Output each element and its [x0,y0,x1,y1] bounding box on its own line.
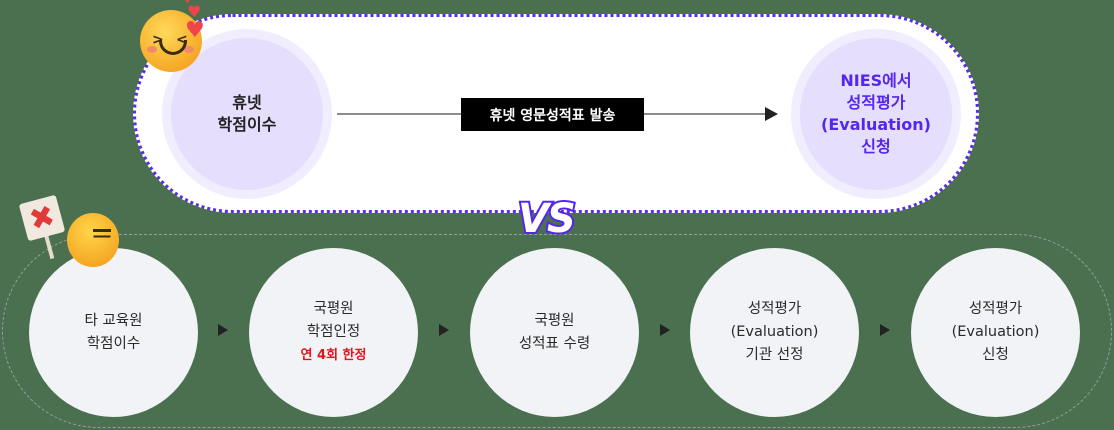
heart-icon: ♥ [185,18,205,43]
step-1-line2: 학점이수 [86,335,141,352]
nies-line3: (Evaluation) [821,115,931,134]
nies-line1: NIES에서 [840,71,912,90]
heart-icon: ♥ [187,2,202,21]
step-evaluation-agency-selection: 성적평가 (Evaluation) 기관 선정 [690,248,859,417]
step-4-line3: 기관 선정 [745,347,804,363]
step-3-line2: 성적표 수령 [518,335,591,352]
step-2-line1: 국평원 [313,300,354,317]
step-other-credit: 타 교육원 학점이수 [29,248,198,417]
arrow-right-icon [439,324,449,336]
step-evaluation-application: 성적평가 (Evaluation) 신청 [911,248,1080,417]
transcript-send-text: 휴넷 영문성적표 발송 [489,107,616,124]
arrow-right-icon [880,324,890,336]
heart-icon: ♥ [183,0,192,6]
nies-evaluation-circle: NIES에서 성적평가 (Evaluation) 신청 [791,29,961,199]
step-4-line2: (Evaluation) [730,324,819,340]
step-nile-credit-recognition: 국평원 학점인정 연 4회 한정 [249,248,418,417]
step-5-line1: 성적평가 [968,301,1023,317]
step-2-limit-note: 연 4회 한정 [300,347,367,363]
hunet-credit-line1: 휴넷 [232,93,262,112]
hunet-credit-line2: 학점이수 [217,115,277,134]
face-holding-x-sign-icon: ✖ [18,193,125,273]
vs-badge: VS [516,194,578,244]
step-4-line1: 성적평가 [747,301,802,317]
step-5-line3: 신청 [982,347,1009,363]
arrow-right-icon [765,107,778,121]
nies-line2: 성적평가 [846,93,906,112]
step-1-line1: 타 교육원 [84,312,143,329]
smiling-face-with-hearts-icon: > < [140,10,202,72]
other-institution-flow-container [2,234,1112,428]
nies-line4: 신청 [861,137,891,156]
step-5-line2: (Evaluation) [951,324,1040,340]
transcript-send-label: 휴넷 영문성적표 발송 [461,98,644,131]
step-2-line2: 학점인정 [306,323,361,340]
arrow-right-icon [218,324,228,336]
step-3-line1: 국평원 [534,312,575,329]
step-nile-transcript: 국평원 성적표 수령 [470,248,639,417]
arrow-right-icon [660,324,670,336]
